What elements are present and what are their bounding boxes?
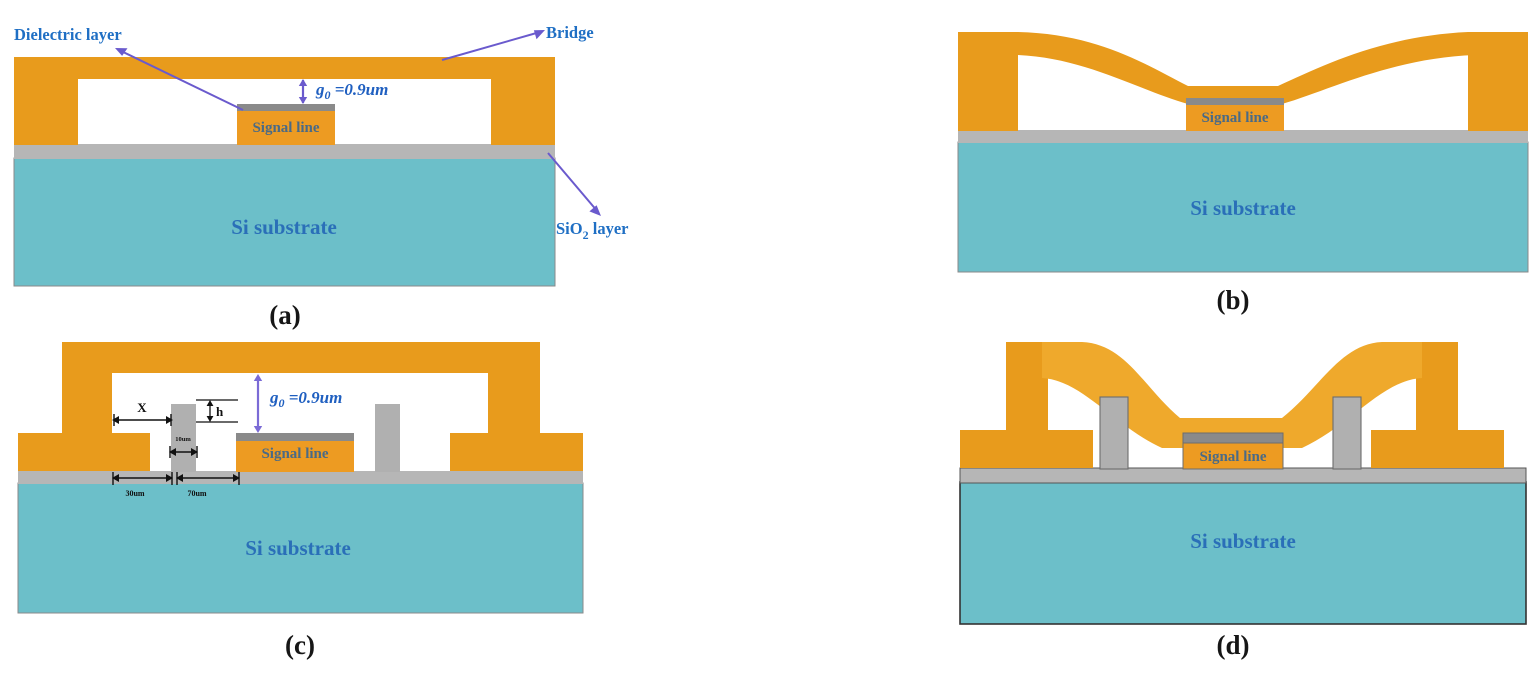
panel-d-svg: Signal line Si substrate (959, 342, 1527, 625)
signal-line-label-b: Signal line (1201, 110, 1268, 126)
dielectric-post-left-d (1099, 396, 1129, 470)
sio2-layer-c (18, 471, 583, 484)
dielectric-layer-a (237, 104, 335, 111)
gap-label-a: g0 =0.9um (315, 80, 388, 102)
dielectric-post-right-c (375, 404, 400, 472)
dielectric-post-right-d (1332, 396, 1362, 470)
signal-line-a (237, 109, 335, 145)
panel-b-caption: (b) (1216, 285, 1250, 315)
si-substrate-label-d: Si substrate (1190, 529, 1296, 553)
panel-a-caption: (a) (269, 300, 301, 330)
dimension-70um-label-c: 70um (187, 489, 206, 498)
dielectric-layer-d (1182, 432, 1284, 444)
bridge-membrane-b (958, 32, 1528, 104)
callout-arrow-bridge-a (441, 30, 545, 61)
panel-c: g0 =0.9um X h 10um (0, 330, 620, 687)
signal-line-b (1186, 104, 1284, 131)
bridge-anchor-right-c (450, 342, 583, 471)
bridge-anchor-left-c (18, 342, 150, 471)
dimension-30um-label-c: 30um (125, 489, 144, 498)
callout-arrow-sio2-a (547, 152, 601, 216)
gap-dimension-c (253, 374, 263, 433)
signal-line-label-a: Signal line (252, 120, 319, 136)
signal-line-c (236, 440, 354, 472)
sio2-layer-d (959, 467, 1527, 484)
si-substrate-d (959, 481, 1527, 625)
dimension-x-c (112, 414, 173, 426)
dielectric-layer-b (1186, 98, 1284, 105)
si-substrate-b (957, 141, 1529, 273)
si-substrate-label-a: Si substrate (231, 215, 337, 239)
label-dielectric-layer-a: Dielectric layer (14, 25, 122, 44)
panel-c-caption: (c) (285, 630, 315, 660)
panel-c-svg: g0 =0.9um X h 10um (17, 342, 584, 614)
dimension-h-c (196, 399, 238, 423)
si-substrate-a (13, 157, 556, 287)
dimension-baseline-c (112, 472, 240, 485)
bridge-plate-a (14, 57, 555, 79)
panel-d-caption: (d) (1216, 630, 1250, 660)
callout-arrow-dielectric-a (115, 48, 244, 111)
panel-a: g0 =0.9um Dielectric layer Bridge SiO2 l… (0, 0, 700, 340)
si-substrate-label-c: Si substrate (245, 536, 351, 560)
sio2-layer-a (14, 144, 555, 159)
label-sio2-layer-a: SiO2 layer (556, 219, 628, 242)
dielectric-post-left-c (171, 404, 196, 472)
dielectric-layer-c (236, 433, 354, 441)
gap-dimension-a (298, 79, 308, 104)
dimension-h-label-c: h (216, 404, 224, 419)
panel-d: Signal line Si substrate (d) (930, 330, 1536, 687)
signal-line-label-c: Signal line (261, 446, 328, 462)
dimension-post-width-label-c: 10um (175, 436, 191, 443)
signal-line-d (1182, 441, 1284, 470)
dimension-post-width-c (169, 446, 198, 458)
signal-line-label-d: Signal line (1199, 449, 1266, 465)
sio2-layer-b (958, 130, 1528, 143)
panel-b-svg: Signal line Si substrate (957, 32, 1529, 273)
si-substrate-body-c (17, 482, 584, 614)
panel-a-svg: g0 =0.9um Dielectric layer Bridge SiO2 l… (13, 23, 628, 287)
label-bridge-a: Bridge (546, 23, 594, 42)
bridge-membrane-d (1042, 342, 1422, 448)
si-substrate-label-b: Si substrate (1190, 196, 1296, 220)
gap-label-c: g0 =0.9um (269, 388, 342, 410)
panel-b: Signal line Si substrate (b) (930, 0, 1536, 340)
dimension-x-label-c: X (137, 400, 147, 415)
